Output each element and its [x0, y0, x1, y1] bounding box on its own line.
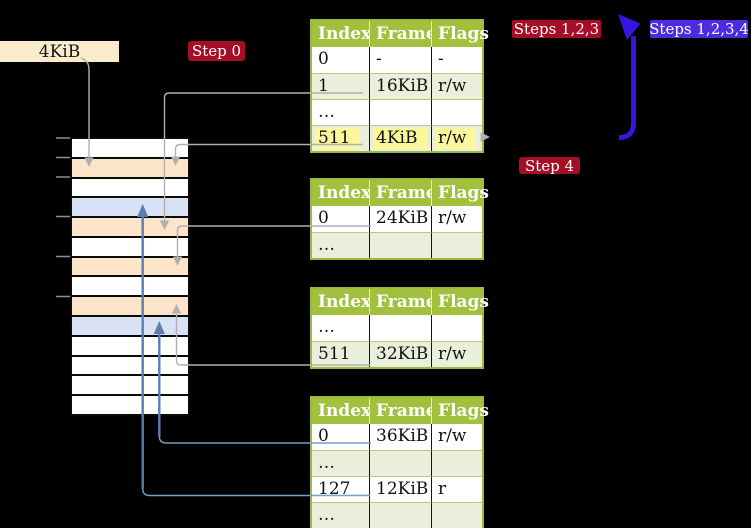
page-table-level-4-row3-cell1 — [369, 502, 431, 528]
page-table-level-1-row2-cell0: … — [312, 99, 369, 125]
page-table-level-3-row0-cell1 — [369, 315, 431, 341]
page-table-level-4-row1-cell0: … — [312, 450, 369, 476]
column-header-frame: Frame — [369, 398, 437, 424]
column-header-index: Index — [312, 398, 371, 424]
page-table-level-1-row1-cell0: 1 — [312, 73, 369, 99]
column-header-index: Index — [312, 180, 371, 206]
page-table-level-4-row1-cell2 — [431, 450, 482, 476]
page-table-level-4-row2-cell2: r — [431, 476, 482, 502]
steps-1234-badge: Steps 1,2,3,4 — [649, 20, 749, 38]
step4-badge: Step 4 — [519, 157, 580, 175]
page-table-level-2-row0-cell1: 24KiB — [369, 206, 431, 232]
steps-repeat-arrow-arrowhead-icon — [618, 14, 641, 40]
memory-frame-row-white — [72, 336, 188, 357]
memory-frame-row-blue — [72, 198, 188, 219]
frame-4kib-label: 4KiB — [0, 41, 119, 62]
page-table-level-1-row2-cell1 — [369, 99, 431, 125]
page-table-level-4-row2-cell0: 127 — [312, 476, 369, 502]
highlighted-value: 511 — [315, 128, 361, 149]
memory-frame-row-blue — [72, 317, 188, 337]
page-table-level-1-row0-cell1: - — [369, 47, 431, 73]
column-header-flags: Flags — [431, 398, 489, 424]
page-table-level-2-row1-cell1 — [369, 232, 431, 258]
memory-frame-row-white — [72, 356, 188, 377]
page-table-level-4-row3-cell2 — [431, 502, 482, 528]
page-table-level-4-row1-cell1 — [369, 450, 431, 476]
page-table-level-2-row1-cell0: … — [312, 232, 369, 258]
page-table-level-1-row3-cell1: 4KiB — [369, 125, 431, 151]
memory-frame-row-peach — [72, 297, 188, 318]
memory-frame-row-white — [72, 277, 188, 298]
page-table-level-1-row1-cell1: 16KiB — [369, 73, 431, 99]
highlighted-value: r/w — [435, 128, 477, 149]
memory-frame-row-white — [72, 396, 188, 414]
page-table-level-1-row0-cell0: 0 — [312, 47, 369, 73]
page-table-level-1-row3-cell2: r/w — [431, 125, 482, 151]
memory-frame-row-white — [72, 178, 188, 199]
memory-frame-row-white — [72, 237, 188, 258]
memory-frame-row-white — [72, 376, 188, 397]
column-header-frame: Frame — [369, 289, 437, 315]
column-header-flags: Flags — [431, 289, 489, 315]
page-table-level-2-row0-cell2: r/w — [431, 206, 482, 232]
memory-frame-row-peach — [72, 158, 188, 179]
page-table-level-4-row2-cell1: 12KiB — [369, 476, 431, 502]
page-table-level-4-row0-cell0: 0 — [312, 424, 369, 450]
page-table-level-3-row1-cell1: 32KiB — [369, 341, 431, 367]
page-table-level-4-row0-cell1: 36KiB — [369, 424, 431, 450]
column-header-index: Index — [312, 21, 371, 47]
steps-123-badge: Steps 1,2,3 — [512, 20, 601, 38]
column-header-flags: Flags — [431, 180, 489, 206]
page-table-level-2-row0-cell0: 0 — [312, 206, 369, 232]
page-table-level-1-row3-cell0: 511 — [312, 125, 369, 151]
column-header-flags: Flags — [431, 21, 489, 47]
page-table-level-3-row1-cell0: 511 — [312, 341, 369, 367]
steps-repeat-arrow — [618, 36, 636, 140]
page-table-level-3-row0-cell0: … — [312, 315, 369, 341]
memory-frame-row-peach — [72, 257, 188, 278]
page-table-level-4-row0-cell2: r/w — [431, 424, 482, 450]
page-table-level-1-row2-cell2 — [431, 99, 482, 125]
column-header-index: Index — [312, 289, 371, 315]
memory-frame-row-peach — [72, 218, 188, 238]
page-table-level-1-row0-cell2: - — [431, 47, 482, 73]
memory-frame-row-white — [72, 139, 188, 159]
step0-badge: Step 0 — [188, 41, 245, 61]
page-table-level-3-row0-cell2 — [431, 315, 482, 341]
column-header-frame: Frame — [369, 21, 437, 47]
page-table-level-4-row3-cell0: … — [312, 502, 369, 528]
page-table-level-1-row1-cell2: r/w — [431, 73, 482, 99]
physical-memory-column — [70, 137, 190, 416]
column-header-frame: Frame — [369, 180, 437, 206]
highlighted-value: 4KiB — [373, 128, 428, 149]
page-table-level-2-row1-cell2 — [431, 232, 482, 258]
page-table-level-3-row1-cell2: r/w — [431, 341, 482, 367]
